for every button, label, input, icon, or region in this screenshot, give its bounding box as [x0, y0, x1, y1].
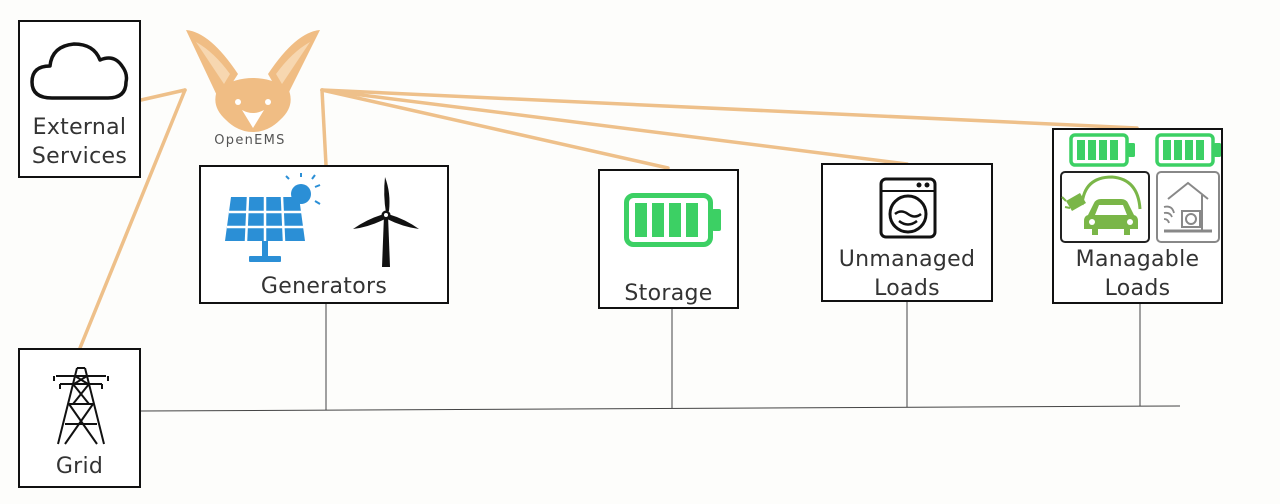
external-services-label-line1: External: [32, 115, 127, 140]
external-services-label-line2: Services: [31, 144, 128, 169]
washing-machine-icon: [879, 177, 937, 239]
solar-panel-icon: [225, 173, 321, 262]
battery-icon: [624, 193, 721, 247]
heat-pump-icon: [1156, 171, 1220, 243]
storage-box[interactable]: Storage: [598, 169, 739, 309]
grid-box[interactable]: Grid: [18, 348, 141, 488]
battery-icon: [1155, 133, 1221, 167]
unmanaged-loads-label-line1: Unmanaged: [838, 247, 976, 272]
battery-icon: [1069, 133, 1135, 167]
cloud-icon: [30, 42, 129, 100]
link-openems-generators: [320, 88, 328, 167]
link-openems-unmanaged-loads: [320, 88, 909, 166]
generators-label: Generators: [260, 274, 388, 299]
transmission-tower-icon: [53, 367, 109, 445]
power-bus: [140, 405, 1181, 412]
ev-charger-icon: [1060, 171, 1150, 243]
grid-label: Grid: [55, 454, 104, 479]
managable-loads-box[interactable]: Managable Loads: [1052, 128, 1223, 304]
link-openems-managable-loads: [320, 88, 1139, 130]
link-openems-grid: [78, 88, 187, 350]
managable-loads-label-line2: Loads: [1104, 276, 1171, 301]
external-services-box[interactable]: External Services: [18, 20, 141, 178]
generators-box[interactable]: Generators: [199, 165, 449, 304]
unmanaged-loads-label-line2: Loads: [874, 276, 940, 301]
storage-label: Storage: [624, 281, 713, 306]
openems-fox-logo: [186, 30, 320, 132]
link-openems-external-services: [139, 88, 187, 102]
unmanaged-loads-box[interactable]: Unmanaged Loads: [821, 163, 993, 302]
managable-loads-label-line1: Managable: [1075, 247, 1200, 272]
openems-logo-text: OpenEMS: [214, 133, 286, 148]
link-openems-storage: [320, 88, 670, 170]
wind-turbine-icon: [353, 177, 419, 267]
